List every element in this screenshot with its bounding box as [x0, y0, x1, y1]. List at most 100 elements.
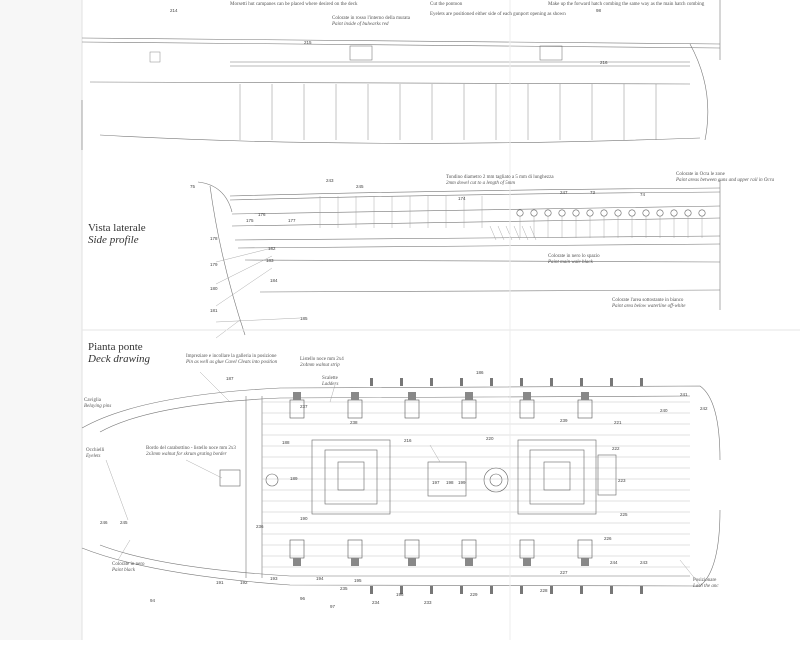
note-deck-7: Caviglia: [84, 398, 101, 403]
note-deck-16: Lash the anc: [693, 584, 719, 589]
note-side-3: Colorate in nero lo spazio: [548, 254, 600, 259]
left-margin: [0, 0, 82, 640]
part-number: 73: [590, 190, 596, 195]
deck-plan: [81, 385, 721, 587]
part-number: 229: [470, 592, 478, 597]
part-number: 225: [620, 512, 628, 517]
part-number: 234: [372, 600, 380, 605]
note-side-6: Paint area below waterline off-white: [612, 304, 686, 309]
part-number: 220: [486, 436, 494, 441]
part-number: 194: [316, 576, 324, 581]
part-number: 183: [266, 258, 274, 263]
note-deck-12: 2x3mm walnut for skrum grating border: [146, 452, 227, 457]
note-side-2: 2mm dowel cut to a length of 5mm: [446, 181, 516, 186]
note-top-6: Make up the forward hatch combing the sa…: [548, 2, 705, 7]
note-top-3: Paint inside of bulwarks red: [332, 22, 389, 27]
part-number: 245: [356, 184, 364, 189]
note-deck-9: Occhielli: [86, 448, 105, 453]
note-side-4: Paint main wale black: [548, 260, 593, 265]
part-number: 216: [600, 60, 608, 65]
part-number: 238: [350, 420, 358, 425]
part-number: 182: [268, 246, 276, 251]
part-number: 236: [256, 524, 264, 529]
part-number: 242: [700, 406, 708, 411]
part-number: 199: [458, 480, 466, 485]
part-number: 222: [612, 446, 620, 451]
part-number: 176: [258, 212, 266, 217]
part-number: 233: [424, 600, 432, 605]
part-number: 227: [560, 570, 568, 575]
part-number: 191: [216, 580, 224, 585]
part-number: 180: [210, 286, 218, 291]
part-number: 228: [540, 588, 548, 593]
part-number: 190: [300, 516, 308, 521]
top-hull-section: [81, 0, 721, 150]
part-number: 188: [282, 440, 290, 445]
note-deck-3: Listello noce mm 2x4: [300, 357, 344, 362]
part-number: 243: [640, 560, 648, 565]
deck-hatches: [219, 439, 617, 515]
part-number: 239: [560, 418, 568, 423]
part-number: 245: [120, 520, 128, 525]
deck-drawing-title-en: Deck drawing: [88, 353, 151, 365]
note-deck-6: Ladders: [322, 382, 339, 387]
part-number: 221: [614, 420, 622, 425]
note-top-2: Colorate in rosso l'interno della murata: [332, 16, 410, 21]
part-number: 96: [300, 596, 306, 601]
part-number: 192: [240, 580, 248, 585]
note-deck-8: Belaying pins: [84, 404, 112, 409]
note-side-7: Colorate in Ocra le zone: [676, 172, 725, 177]
note-side-1: Tondino diametro 2 mm tagliato a 5 mm di…: [446, 175, 554, 180]
note-deck-4: 2x4mm walnut strip: [300, 363, 340, 368]
part-number: 243: [326, 178, 334, 183]
deck-drawing-title: Pianta ponte Deck drawing: [88, 341, 150, 365]
part-number: 187: [226, 376, 234, 381]
part-number: 237: [300, 404, 308, 409]
part-number: 195: [354, 578, 362, 583]
note-side-5: Colorate l'area sottostante in bianco: [612, 298, 684, 303]
part-number: 193: [270, 576, 278, 581]
part-number: 215: [304, 40, 312, 45]
note-top-4: Cut the pontoon: [430, 2, 463, 7]
part-number: 75: [190, 184, 196, 189]
part-number: 223: [618, 478, 626, 483]
note-deck-13: Colorate in nero: [112, 562, 145, 567]
part-number: 226: [604, 536, 612, 541]
part-number: 98: [596, 8, 602, 13]
note-deck-2: Pin as well as glue Cavel Cleats into po…: [186, 360, 278, 365]
part-number: 198: [446, 480, 454, 485]
note-top-1: Morsetti hut campanes can be placed wher…: [230, 2, 358, 7]
part-number: 241: [680, 392, 688, 397]
side-profile-title: Vista laterale Side profile: [88, 222, 146, 246]
part-number: 94: [150, 598, 156, 603]
part-number: 244: [610, 560, 618, 565]
note-deck-5: Scalette: [322, 376, 338, 381]
part-number: 175: [246, 218, 254, 223]
part-number: 184: [270, 278, 278, 283]
note-deck-11: Bordo del carabottino - listello noce mm…: [146, 446, 236, 451]
part-number: 214: [170, 8, 178, 13]
part-number: 181: [210, 308, 218, 313]
deck-drawing-title-it: Pianta ponte: [88, 341, 143, 353]
note-deck-10: Eyelets: [86, 454, 101, 459]
note-top-5: Eyelets are positioned either side of ea…: [430, 12, 566, 17]
part-number: 74: [640, 192, 646, 197]
part-number: 196: [396, 592, 404, 597]
note-deck-14: Paint black: [112, 568, 135, 573]
part-number: 179: [210, 262, 218, 267]
side-profile-title-en: Side profile: [88, 234, 139, 246]
part-number: 240: [660, 408, 668, 413]
part-number: 247: [560, 190, 568, 195]
part-number: 197: [432, 480, 440, 485]
part-number: 189: [290, 476, 298, 481]
part-number: 97: [330, 604, 336, 609]
part-number: 216: [404, 438, 412, 443]
side-profile-title-it: Vista laterale: [88, 222, 146, 234]
note-deck-1: Impreziare e incollare la galleria in po…: [186, 354, 277, 359]
part-number: 177: [288, 218, 296, 223]
part-number: 246: [100, 520, 108, 525]
part-number: 235: [340, 586, 348, 591]
part-number: 185: [300, 316, 308, 321]
